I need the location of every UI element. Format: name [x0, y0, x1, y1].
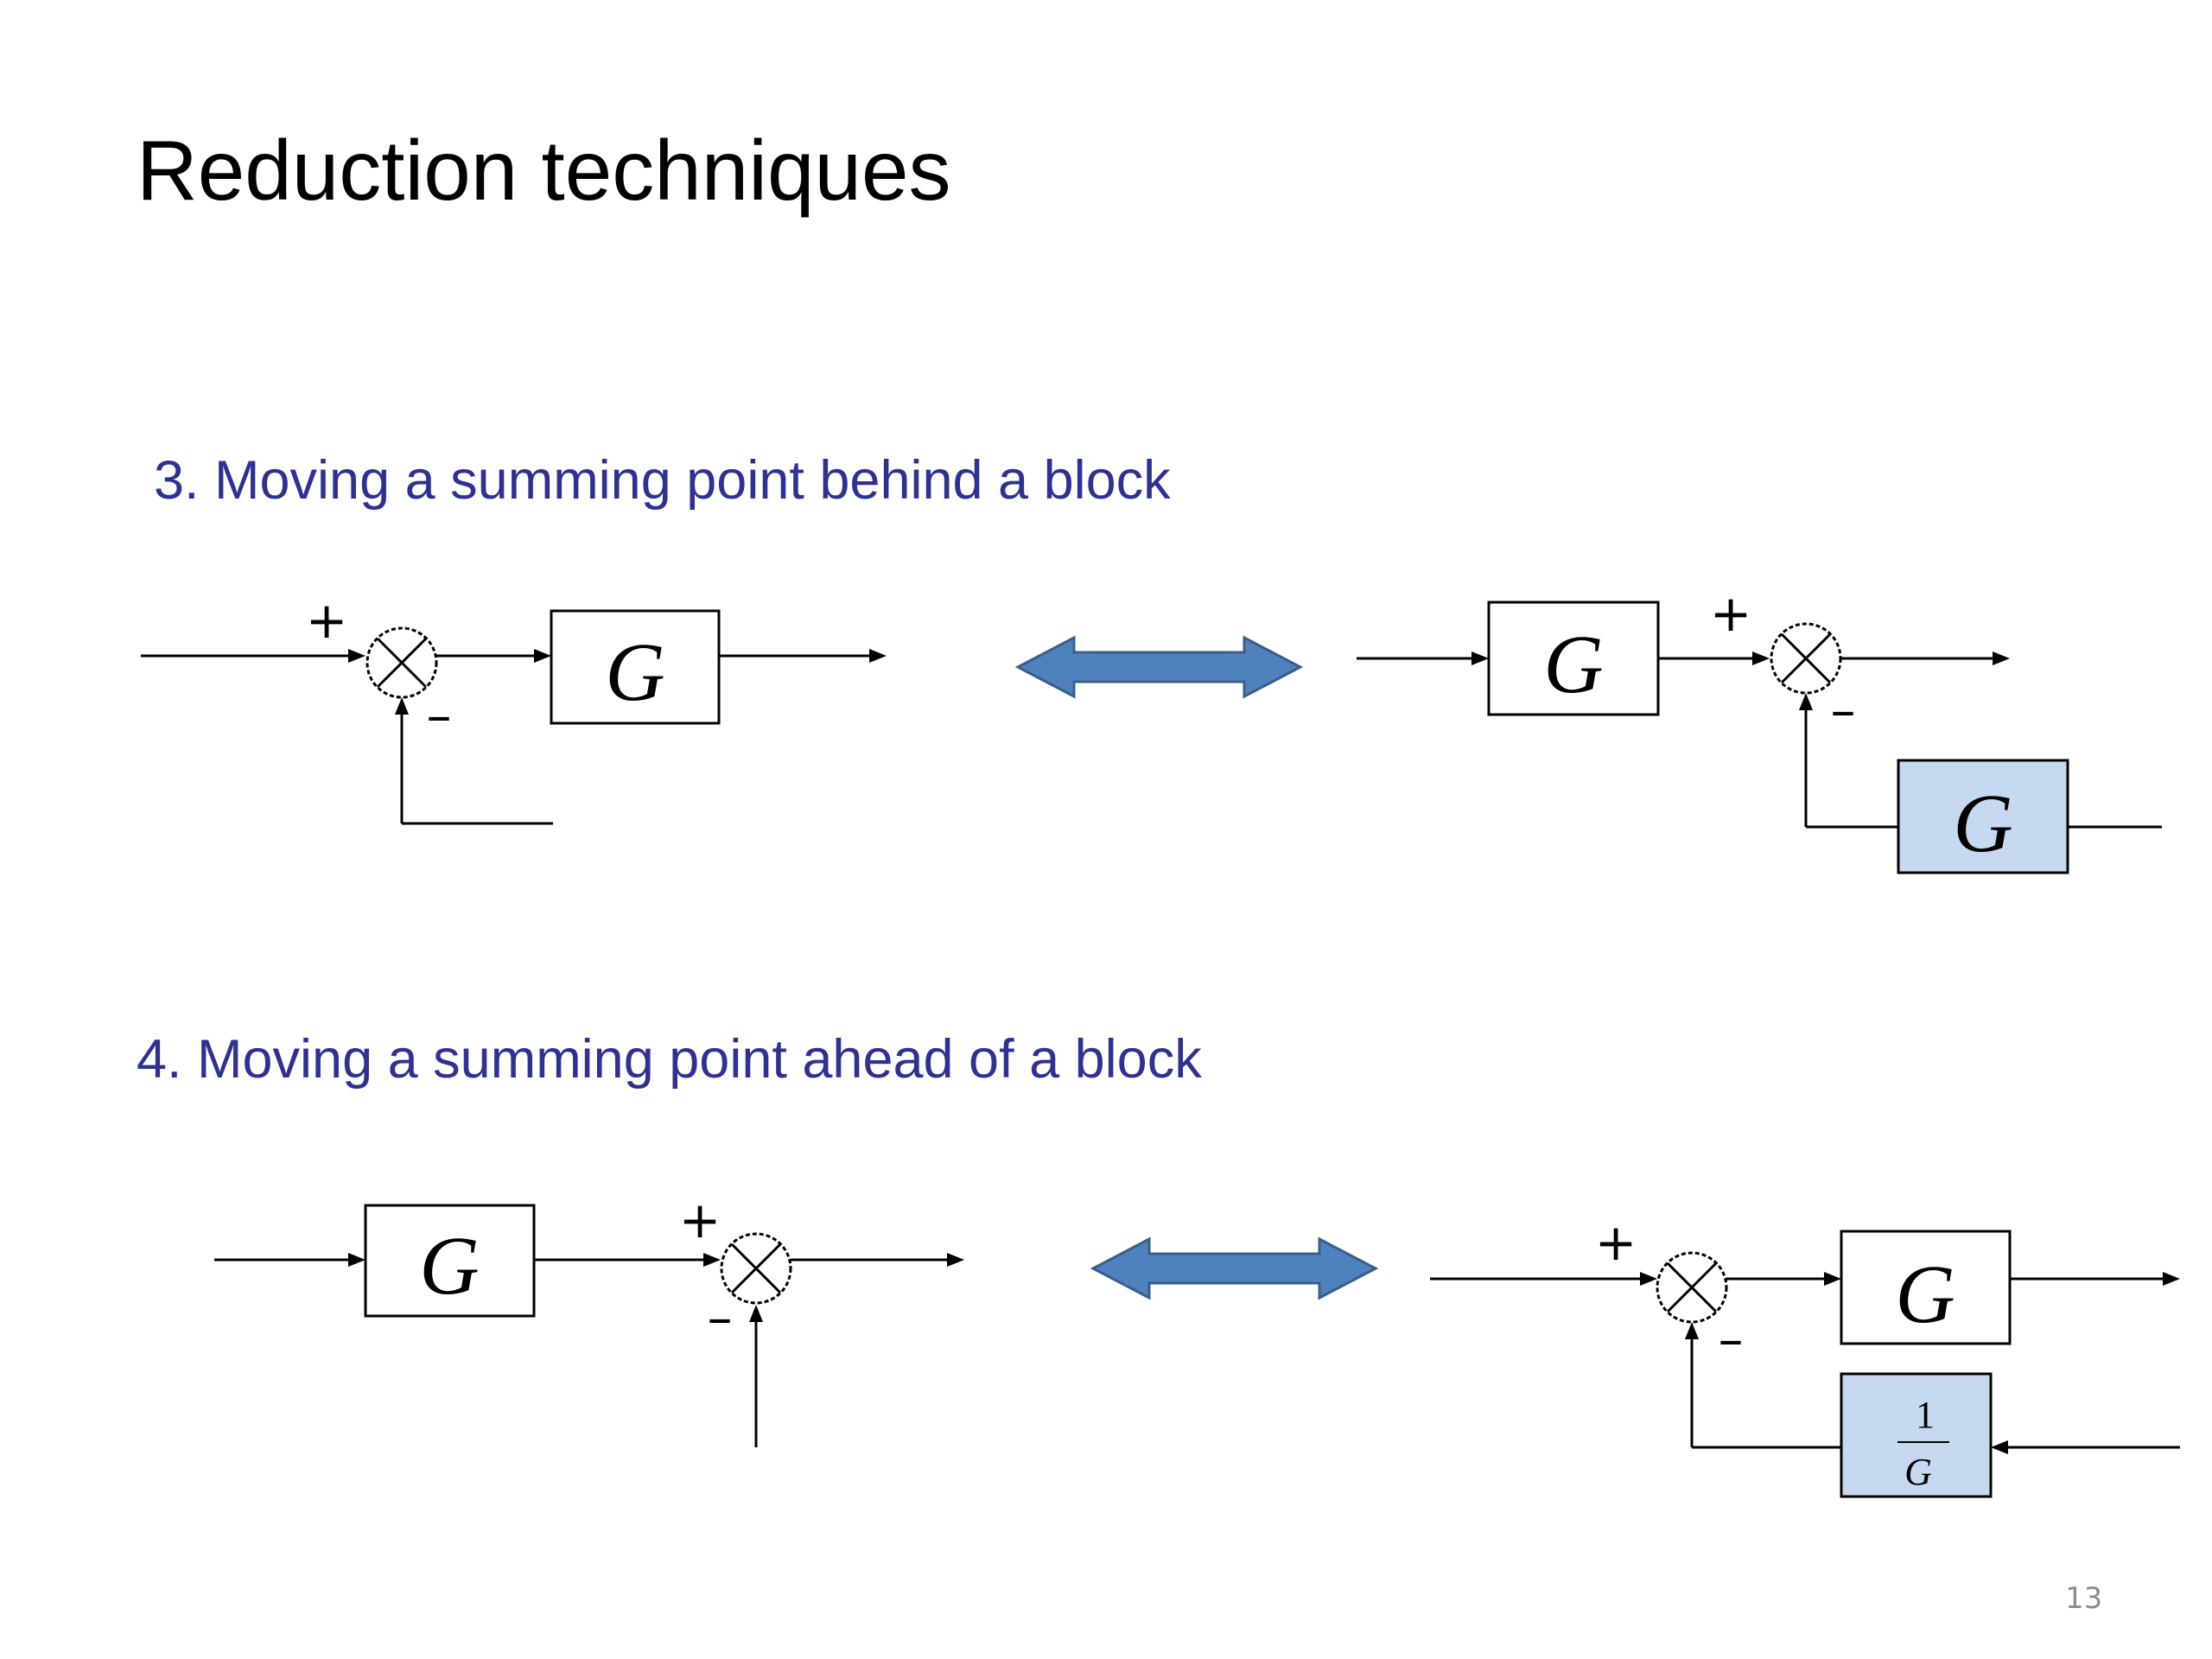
- arrowhead: [1685, 1322, 1699, 1339]
- plus-sign: +: [306, 591, 348, 650]
- section4-left-diagram: G + –: [214, 1191, 964, 1447]
- arrowhead: [869, 649, 887, 663]
- arrowhead: [1752, 652, 1770, 665]
- summing-junction: [365, 626, 438, 699]
- feedback-block-g-label: G: [1953, 777, 2012, 869]
- minus-sign: –: [708, 1288, 733, 1347]
- arrowhead: [2163, 1272, 2180, 1286]
- summing-junction: [720, 1232, 792, 1305]
- arrowhead: [1471, 652, 1489, 665]
- section4-heading: 4. Moving a summing point ahead of a blo…: [137, 1029, 1202, 1090]
- plus-sign: +: [1595, 1213, 1637, 1272]
- section3-heading: 3. Moving a summing point behind a block: [154, 450, 1171, 511]
- arrowhead: [947, 1253, 964, 1267]
- arrowhead: [534, 649, 551, 663]
- page-number: 13: [2065, 1581, 2103, 1616]
- arrowhead: [703, 1253, 721, 1267]
- block-g-label: G: [605, 626, 664, 718]
- feedback-block-inverse-g: [1840, 1372, 1993, 1498]
- arrowhead: [348, 1253, 365, 1267]
- slide-title: Reduction techniques: [137, 123, 951, 218]
- arrowhead: [1991, 1440, 2008, 1454]
- block-g: [550, 609, 721, 725]
- plus-sign: +: [679, 1191, 721, 1249]
- arrowhead: [1799, 693, 1813, 710]
- summing-junction: [1656, 1251, 1728, 1324]
- block-g-label: G: [1895, 1248, 1955, 1340]
- block-g-label: G: [419, 1219, 479, 1312]
- fraction-denominator: G: [1904, 1451, 1932, 1493]
- minus-sign: –: [427, 686, 452, 745]
- block-g: [364, 1204, 536, 1318]
- arrowhead: [1824, 1272, 1841, 1286]
- arrowhead: [395, 697, 409, 715]
- feedback-block-g: [1897, 759, 2069, 874]
- fraction-numerator: 1: [1916, 1394, 1935, 1436]
- section3-right-diagram: G + – G: [1357, 584, 2162, 874]
- arrowhead: [1640, 1272, 1657, 1286]
- equivalence-arrow: [1014, 635, 1304, 699]
- minus-sign: –: [1831, 681, 1856, 740]
- equivalence-arrow: [1090, 1236, 1379, 1300]
- arrowhead: [1993, 652, 2010, 665]
- arrowhead: [348, 649, 365, 663]
- block-g-label: G: [1543, 618, 1603, 710]
- minus-sign: –: [1719, 1310, 1744, 1369]
- section3-left-diagram: + – G: [141, 591, 887, 825]
- section4-right-diagram: + – G 1 G: [1430, 1213, 2180, 1498]
- plus-sign: +: [1710, 584, 1752, 643]
- arrowhead: [749, 1305, 763, 1322]
- block-g: [1487, 601, 1660, 716]
- block-g: [1840, 1230, 2012, 1345]
